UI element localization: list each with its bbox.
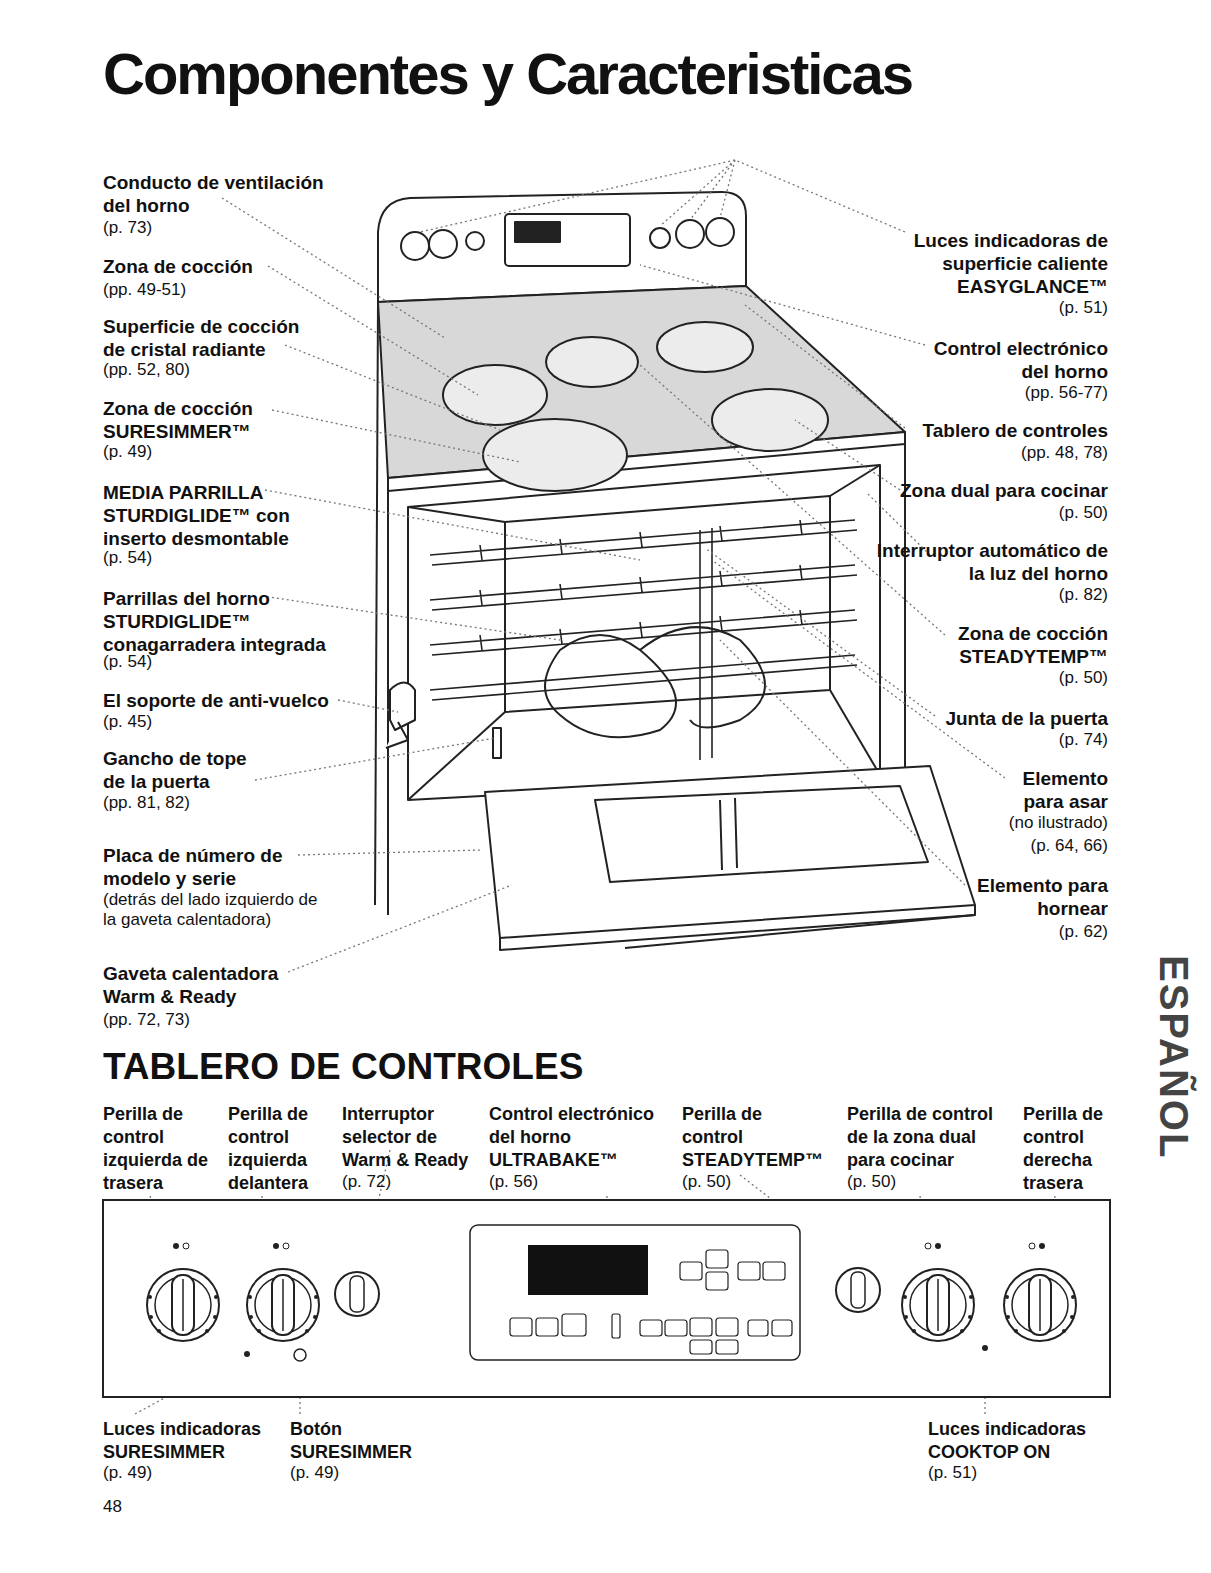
panel-label: Luces indicadoras COOKTOP ON — [928, 1418, 1103, 1464]
page-ref: (pp. 52, 80) — [103, 360, 303, 380]
callout-label: Elemento para asar — [1003, 768, 1108, 814]
callout-label: Zona de cocción — [103, 256, 303, 279]
page-ref: (p. 73) — [103, 218, 303, 238]
page-ref: (p. 74) — [908, 730, 1108, 750]
callout-label: Gaveta calentadora Warm & Ready — [103, 963, 303, 1009]
page-ref: (p. 51) — [908, 298, 1108, 318]
page-ref: (p. 50) — [908, 668, 1108, 688]
callout-label: El soporte de anti-vuelco — [103, 690, 403, 713]
page-ref: (p. 45) — [103, 712, 303, 732]
page-ref: (pp. 49-51) — [103, 280, 303, 300]
panel-label: Perilla de control derecha trasera — [1023, 1103, 1123, 1194]
page-ref: (pp. 72, 73) — [103, 1010, 303, 1030]
callout-label: Zona de cocción SURESIMMER™ — [103, 398, 273, 444]
page-ref: (p. 54) — [103, 548, 303, 568]
page-ref: (p. 49) — [103, 1463, 203, 1483]
page-ref: (detrás del lado izquierdo de la gaveta … — [103, 890, 333, 931]
callout-label: Luces indicadoras de superficie caliente… — [893, 230, 1108, 298]
callout-label: Elemento para hornear — [953, 875, 1108, 921]
callout-label: MEDIA PARRILLA STURDIGLIDE™ con inserto … — [103, 482, 313, 550]
language-tab: ESPAÑOL — [1146, 955, 1198, 1159]
callout-label: Tablero de controles — [878, 420, 1108, 443]
callout-label: Conducto de ventilación del horno — [103, 172, 343, 218]
page-ref: (p. 50) — [847, 1172, 947, 1192]
range-drawing — [375, 192, 975, 950]
panel-label: Perilla de control de la zona dual para … — [847, 1103, 1017, 1172]
panel-label: Luces indicadoras SURESIMMER — [103, 1418, 278, 1464]
page-ref: (p. 49) — [290, 1463, 390, 1483]
callout-label: Junta de la puerta — [888, 708, 1108, 731]
page-ref: (no ilustrado) — [958, 813, 1108, 833]
page-title: Componentes y Caracteristicas — [103, 42, 1103, 106]
panel-label: Interruptor selector de Warm & Ready — [342, 1103, 482, 1172]
panel-label: Perilla de control izquierda de trasera — [103, 1103, 228, 1194]
callout-label: Placa de número de modelo y serie — [103, 845, 308, 891]
page-ref: (p. 49) — [103, 442, 303, 462]
page-ref: (p. 64, 66) — [958, 836, 1108, 856]
page-ref: (p. 50) — [682, 1172, 782, 1192]
panel-label: Control electrónico del horno ULTRABAKE™ — [489, 1103, 679, 1172]
panel-label: Perilla de control izquierda delantera — [228, 1103, 333, 1194]
callout-label: Zona de cocción STEADYTEMP™ — [933, 623, 1108, 669]
page-ref: (p. 50) — [908, 503, 1108, 523]
callout-label: Interruptor automático de la luz del hor… — [873, 540, 1108, 586]
page-ref: (p. 54) — [103, 652, 303, 672]
page-ref: (p. 72) — [342, 1172, 442, 1192]
callout-label: Control electrónico del horno — [903, 338, 1108, 384]
panel-label: Perilla de control STEADYTEMP™ — [682, 1103, 822, 1172]
page-number: 48 — [103, 1497, 163, 1517]
page-ref: (pp. 56-77) — [908, 383, 1108, 403]
page-ref: (p. 56) — [489, 1172, 589, 1192]
callout-label: Superficie de cocción de cristal radiant… — [103, 316, 318, 362]
page-ref: (p. 62) — [958, 922, 1108, 942]
page-ref: (p. 51) — [928, 1463, 1028, 1483]
page-ref: (p. 82) — [908, 585, 1108, 605]
callout-label: Parrillas del horno STURDIGLIDE™ conagar… — [103, 588, 343, 656]
callout-label: Zona dual para cocinar — [868, 480, 1108, 503]
panel-label: Botón SURESIMMER — [290, 1418, 420, 1464]
callout-label: Gancho de tope de la puerta — [103, 748, 268, 794]
page-ref: (pp. 48, 78) — [908, 443, 1108, 463]
page-ref: (pp. 81, 82) — [103, 793, 303, 813]
section-heading: TABLERO DE CONTROLES — [103, 1045, 803, 1089]
control-panel — [103, 1200, 1110, 1397]
